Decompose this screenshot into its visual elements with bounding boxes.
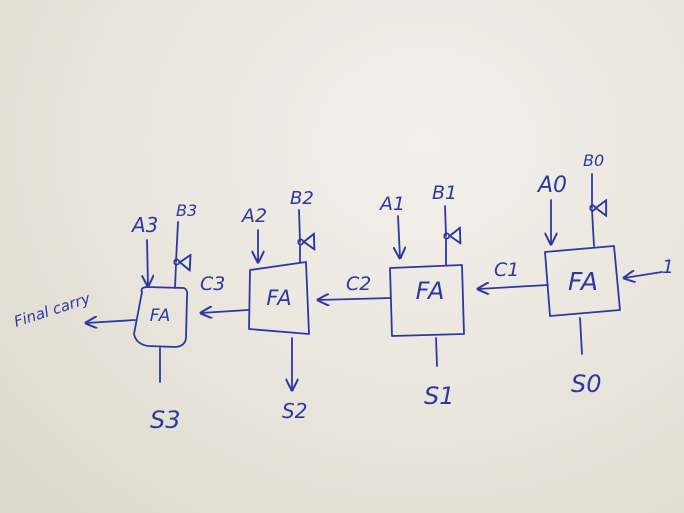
s0-output-line bbox=[579, 317, 583, 355]
c3-label: C3 bbox=[200, 273, 225, 295]
b0-label: B0 bbox=[583, 151, 604, 170]
b0-input-line bbox=[591, 209, 595, 247]
s2-label: S2 bbox=[282, 399, 307, 423]
a2-label: A2 bbox=[240, 205, 267, 227]
s0-label: S0 bbox=[571, 370, 602, 398]
s3-label: S3 bbox=[150, 406, 181, 434]
s1-output-line bbox=[435, 337, 438, 367]
carry-in-arrow bbox=[624, 272, 663, 278]
c2-label: C2 bbox=[346, 273, 371, 295]
full-adder-3-label: FA bbox=[150, 306, 170, 326]
b2-inverter-icon bbox=[299, 209, 300, 242]
full-adder-2-box bbox=[248, 261, 310, 335]
c1-carry-arrow bbox=[478, 285, 549, 289]
b3-inverter-icon bbox=[176, 221, 178, 262]
final-carry-label: Final carry bbox=[12, 289, 94, 331]
a3-label: A3 bbox=[130, 213, 158, 237]
full-adder-2-label: FA bbox=[266, 286, 291, 310]
full-adder-0-label: FA bbox=[568, 267, 598, 296]
b3-label: B3 bbox=[176, 201, 197, 220]
full-adder-1-box bbox=[389, 264, 465, 337]
a0-label: A0 bbox=[536, 173, 567, 198]
b3-input-line bbox=[174, 263, 177, 289]
s1-label: S1 bbox=[424, 382, 455, 410]
c2-carry-arrow bbox=[318, 298, 391, 300]
full-adder-1-label: FA bbox=[416, 277, 445, 305]
c1-label: C1 bbox=[494, 259, 519, 281]
final-carry-arrow bbox=[86, 320, 136, 323]
full-adder-3-box bbox=[133, 286, 189, 348]
c3-carry-arrow bbox=[201, 310, 249, 313]
full-adder-0-box bbox=[544, 245, 621, 317]
b2-label: B2 bbox=[290, 188, 314, 209]
a1-label: A1 bbox=[378, 193, 405, 215]
b1-label: B1 bbox=[432, 182, 457, 204]
b1-inverter-icon bbox=[445, 205, 446, 236]
carry-in-label: 1 bbox=[662, 256, 674, 278]
a3-input-arrow bbox=[147, 239, 148, 286]
a1-input-arrow bbox=[398, 215, 400, 258]
